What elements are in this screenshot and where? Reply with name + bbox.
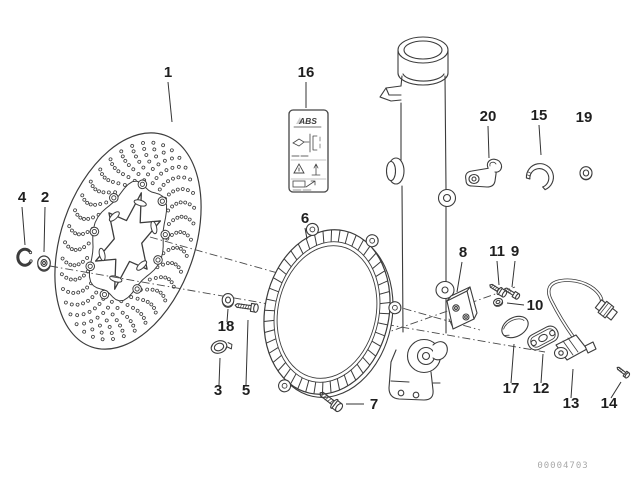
leader-line-6 — [304, 227, 308, 240]
screw-part9 — [504, 287, 521, 300]
part-callout-3: 3 — [214, 382, 222, 399]
fiche-number-watermark: 00004703 — [537, 461, 588, 471]
part-callout-17: 17 — [503, 380, 520, 397]
part-callout-9: 9 — [511, 243, 519, 260]
part-callout-7: 7 — [370, 396, 378, 413]
part-callout-11: 11 — [489, 243, 505, 260]
leader-line-13 — [570, 368, 574, 399]
part-callout-18: 18 — [218, 318, 235, 335]
leader-line-3 — [218, 357, 221, 386]
part-callout-2: 2 — [41, 189, 49, 206]
leader-line-4 — [21, 206, 26, 246]
fork-slider-drawing — [379, 36, 457, 401]
axis-line-sensor — [351, 286, 516, 346]
leader-line-14 — [610, 381, 622, 399]
cover-part17 — [501, 315, 529, 339]
part-callout-6: 6 — [301, 210, 309, 227]
abs-sensor-part13 — [547, 278, 618, 361]
part-callout-12: 12 — [533, 380, 550, 397]
screw-part5 — [234, 302, 259, 313]
nut-part19 — [579, 166, 593, 181]
part-callout-19: 19 — [576, 109, 593, 126]
part-callout-14: 14 — [601, 395, 618, 412]
part-callout-16: 16 — [298, 64, 315, 81]
part-callout-13: 13 — [563, 395, 580, 412]
part-callout-20: 20 — [480, 108, 497, 125]
abs-sticker-logo-text: ABS — [298, 116, 317, 126]
screw-part14 — [616, 366, 631, 379]
leader-line-10 — [506, 302, 525, 306]
screw-part7 — [319, 391, 344, 413]
cable-clip-part15 — [525, 163, 554, 191]
cable-plug — [594, 299, 618, 321]
leader-line-1 — [167, 81, 173, 123]
e-clip-part4 — [16, 247, 33, 267]
abs-sticker: ABS — [288, 109, 329, 193]
leader-line-15 — [538, 124, 542, 156]
washer-part10 — [492, 297, 504, 307]
brake-disc-drawing — [54, 132, 202, 350]
cable-holder-part20 — [465, 158, 503, 188]
leader-line-8 — [456, 261, 463, 293]
leader-line-17 — [510, 343, 515, 384]
bolt-part3 — [210, 340, 233, 354]
abs-sensor-ring-drawing — [263, 222, 402, 398]
disc-star-cutout — [94, 192, 162, 290]
sensor-body — [553, 334, 597, 361]
leader-line-18 — [226, 308, 229, 323]
part-callout-8: 8 — [459, 244, 467, 261]
nut-part2 — [37, 255, 51, 272]
leader-line-12 — [540, 353, 544, 384]
washer-part18 — [221, 293, 235, 308]
part-callout-15: 15 — [531, 107, 548, 124]
part-callout-5: 5 — [242, 382, 250, 399]
bracket-part8 — [446, 286, 478, 330]
small-parts — [16, 158, 631, 413]
leader-line-2 — [43, 206, 46, 253]
leader-line-20 — [487, 125, 490, 159]
flange-part12 — [527, 325, 559, 351]
leader-line-9 — [511, 260, 516, 288]
leader-line-5 — [245, 319, 249, 386]
leader-line-11 — [496, 260, 500, 286]
part-callout-1: 1 — [164, 64, 172, 81]
part-callout-10: 10 — [527, 297, 544, 314]
part-callout-4: 4 — [18, 189, 27, 206]
